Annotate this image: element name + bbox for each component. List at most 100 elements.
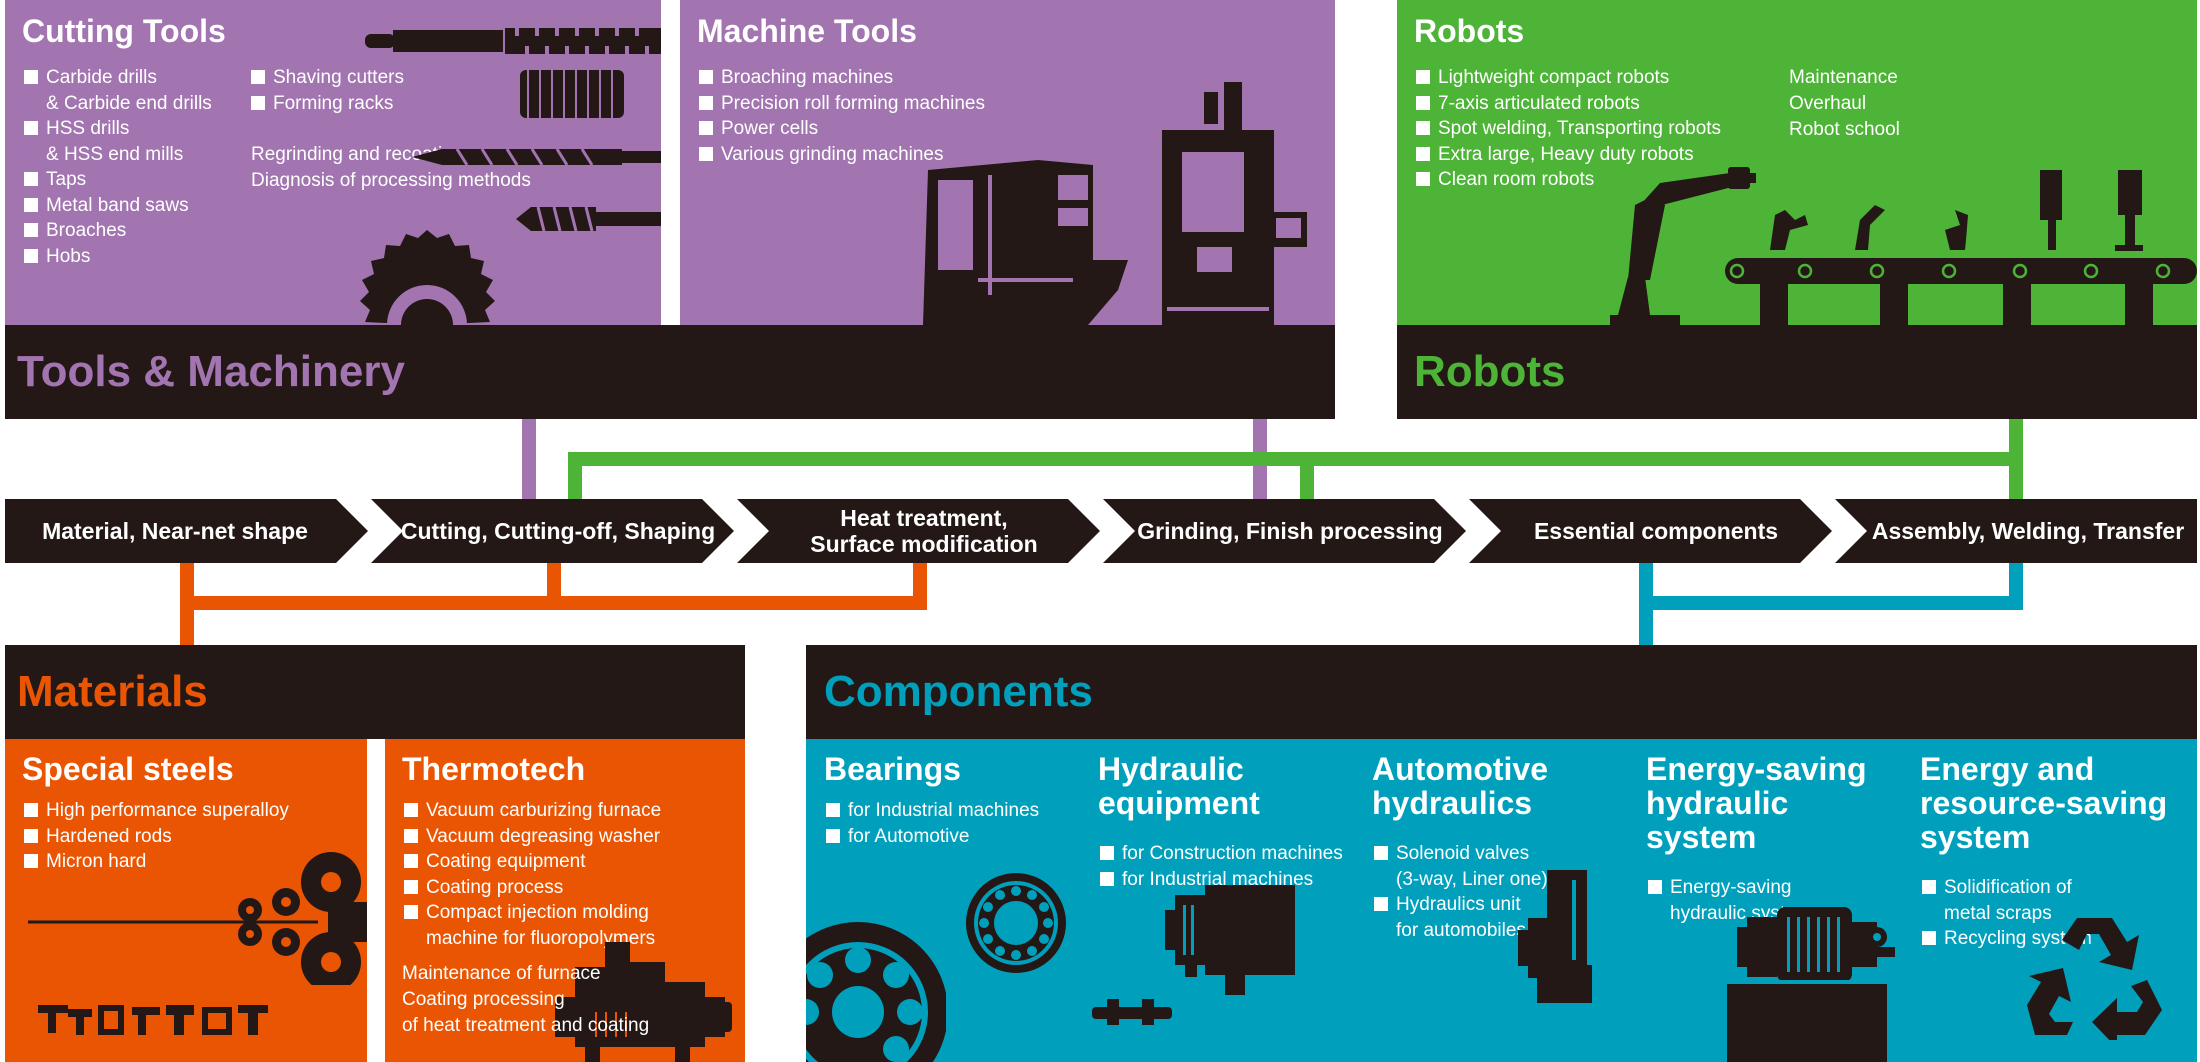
list-item: Carbide drills xyxy=(24,65,212,91)
list-item: & HSS end mills xyxy=(46,143,184,165)
thermo-note-1: Maintenance of furnace xyxy=(402,963,601,984)
list-item: 7-axis articulated robots xyxy=(1416,91,1721,117)
list-item: Broaches xyxy=(24,218,212,244)
list-item: for Industrial machines xyxy=(1100,867,1343,893)
green-connector-grinding xyxy=(1300,452,1314,499)
cutting-tools-title: Cutting Tools xyxy=(22,13,226,49)
list-item: Forming racks xyxy=(251,91,404,117)
list-item: Coating process xyxy=(404,875,661,901)
automotive-hydraulics-title: Automotive hydraulics xyxy=(1372,751,1548,821)
list-item: Micron hard xyxy=(24,849,289,875)
orange-connector-heat xyxy=(913,563,927,603)
list-item: Energy-saving xyxy=(1648,875,1812,901)
cyan-connector-assembly xyxy=(2009,563,2023,603)
hydraulics-unit-icon xyxy=(1518,918,1556,978)
energy-saving-hydraulic-title: Energy-saving hydraulic system xyxy=(1646,751,1867,855)
list-item: machine for fluoropolymers xyxy=(426,927,656,949)
tap-icon xyxy=(516,206,661,232)
robot-service-overhaul: Overhaul xyxy=(1789,93,1867,114)
hydraulic-pump-icon xyxy=(1165,885,1295,995)
step-arrow-4 xyxy=(1103,499,1466,563)
rolling-mill-icon xyxy=(28,852,367,985)
cutting-note-1: Regrinding and recoating xyxy=(251,144,464,165)
hydraulic-equipment-title: Hydraulic equipment xyxy=(1098,751,1260,821)
thermo-note-3: of heat treatment and coating xyxy=(402,1015,650,1036)
orange-connector-cutting xyxy=(547,563,561,603)
robot-service-maintenance: Maintenance xyxy=(1789,67,1898,88)
hob-cutter-icon xyxy=(520,70,624,118)
industrial-robot-arm-icon xyxy=(1610,167,1756,325)
grinding-machine-icon xyxy=(1162,82,1307,325)
list-item: Lightweight compact robots xyxy=(1416,65,1721,91)
large-bearing-icon xyxy=(806,922,946,1062)
tools-machinery-title: Tools & Machinery xyxy=(17,347,405,396)
list-item: for automobiles xyxy=(1396,919,1526,941)
list-item: Shaving cutters xyxy=(251,65,404,91)
components-bar-title: Components xyxy=(824,667,1093,716)
energy-resource-saving-title: Energy and resource-saving system xyxy=(1920,751,2168,855)
thermo-note-2: Coating processing xyxy=(402,989,565,1010)
orange-connector-horizontal xyxy=(180,596,927,610)
step-arrow-1 xyxy=(5,499,368,563)
list-item: Spot welding, Transporting robots xyxy=(1416,116,1721,142)
automotive-hydraulics-list: Solenoid valves(3-way, Liner one)Hydraul… xyxy=(1374,841,1548,943)
step-arrow-5 xyxy=(1469,499,1832,563)
step-arrow-3 xyxy=(737,499,1100,563)
drill-icon xyxy=(412,148,661,166)
machine-tools-title: Machine Tools xyxy=(697,13,917,49)
step-grinding-label: Grinding, Finish processing xyxy=(1137,518,1443,544)
robots-bar-title: Robots xyxy=(1414,347,1566,396)
conveyor-line-icon xyxy=(1725,170,2197,325)
special-steels-title: Special steels xyxy=(22,751,234,787)
robots-panel-title: Robots xyxy=(1414,13,1525,49)
list-item: Various grinding machines xyxy=(699,142,985,168)
list-item: & Carbide end drills xyxy=(46,92,212,114)
steel-rods-icon xyxy=(38,1005,268,1035)
list-item: Compact injection molding xyxy=(404,900,661,926)
step-assembly-label: Assembly, Welding, Transfer xyxy=(1871,518,2185,544)
process-flow xyxy=(5,499,2197,563)
list-item: Clean room robots xyxy=(1416,167,1721,193)
materials-bar xyxy=(5,645,745,739)
small-bearing-icon xyxy=(966,873,1066,973)
end-mill-icon xyxy=(365,28,661,54)
list-item: Metal band saws xyxy=(24,193,212,219)
list-item: Extra large, Heavy duty robots xyxy=(1416,142,1721,168)
step-heat-label: Heat treatment, Surface modification xyxy=(810,505,1038,557)
list-item: for Industrial machines xyxy=(826,798,1039,824)
list-item: for Construction machines xyxy=(1100,841,1343,867)
components-bar xyxy=(806,645,2197,739)
purple-connector-cutting xyxy=(522,419,536,499)
recycling-icon xyxy=(2027,918,2162,1040)
list-item: Power cells xyxy=(699,116,985,142)
thermotech-title: Thermotech xyxy=(402,751,586,787)
list-item: High performance superalloy xyxy=(24,798,289,824)
list-item: Broaching machines xyxy=(699,65,985,91)
list-item: metal scraps xyxy=(1944,902,2052,924)
step-essential-label: Essential components xyxy=(1533,518,1779,544)
saw-blade-icon xyxy=(360,230,495,325)
list-item: Solenoid valves xyxy=(1374,841,1548,867)
list-item: Solidification of xyxy=(1922,875,2092,901)
robots-bar xyxy=(1397,325,2197,419)
list-item: Vacuum degreasing washer xyxy=(404,824,661,850)
step-cutting-label: Cutting, Cutting-off, Shaping xyxy=(400,518,716,544)
list-item: Hobs xyxy=(24,244,212,270)
list-item: Taps xyxy=(24,167,212,193)
green-connector-horizontal xyxy=(568,452,2023,466)
hydraulic-valve-icon xyxy=(1092,999,1172,1025)
step-arrow-2 xyxy=(371,499,734,563)
robot-service-school: Robot school xyxy=(1789,119,1900,140)
list-item: (3-way, Liner one) xyxy=(1396,868,1548,890)
bearings-title: Bearings xyxy=(824,751,961,787)
furnace-machine-icon xyxy=(555,942,732,1062)
cutting-note-2: Diagnosis of processing methods xyxy=(251,170,531,191)
list-item: Hardened rods xyxy=(24,824,289,850)
